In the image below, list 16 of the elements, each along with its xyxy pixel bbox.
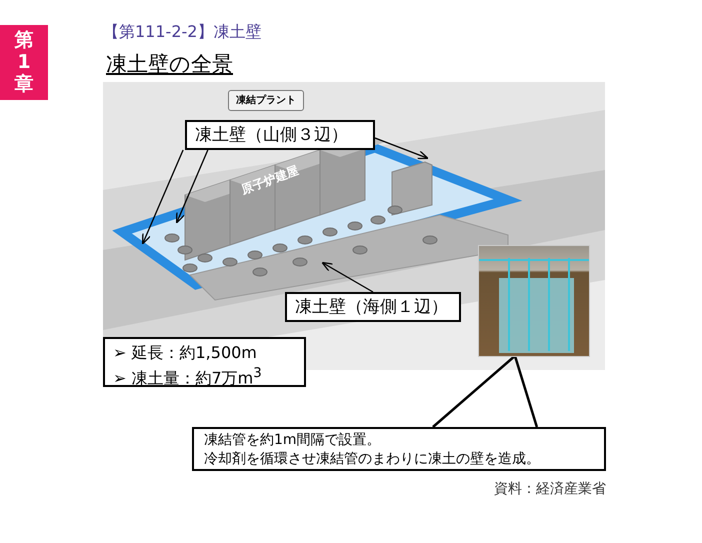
building-label: 原子炉建屋 xyxy=(238,162,302,199)
plant-label-box: 凍結プラント xyxy=(228,90,304,111)
ground-cross-section-picture xyxy=(478,245,590,357)
leader-arrow xyxy=(374,137,429,160)
leader-arrow xyxy=(321,262,374,293)
figure-title: 【第111-2-2】凍土壁 xyxy=(103,22,262,43)
callout-box: 凍土壁（山側３辺） xyxy=(185,120,375,150)
leader-arrow xyxy=(176,150,208,224)
callout-box: 凍土壁（海側１辺） xyxy=(285,292,461,322)
spec-box: ➢ 延長：約1,500m ➢ 凍土量：約7万m$^{3}$ xyxy=(103,337,306,387)
chapter-tab-label: 第1章 xyxy=(14,29,34,95)
source-note: 資料：経済産業省 xyxy=(494,480,606,498)
leader-arrow xyxy=(142,150,184,245)
subtitle: 凍土壁の全景 xyxy=(106,51,233,78)
callout-pointer xyxy=(432,354,538,428)
callout-box: 凍結管を約1m間隔で設置。 冷却剤を循環させ凍結管のまわりに凍土の壁を造成。 xyxy=(192,427,606,471)
